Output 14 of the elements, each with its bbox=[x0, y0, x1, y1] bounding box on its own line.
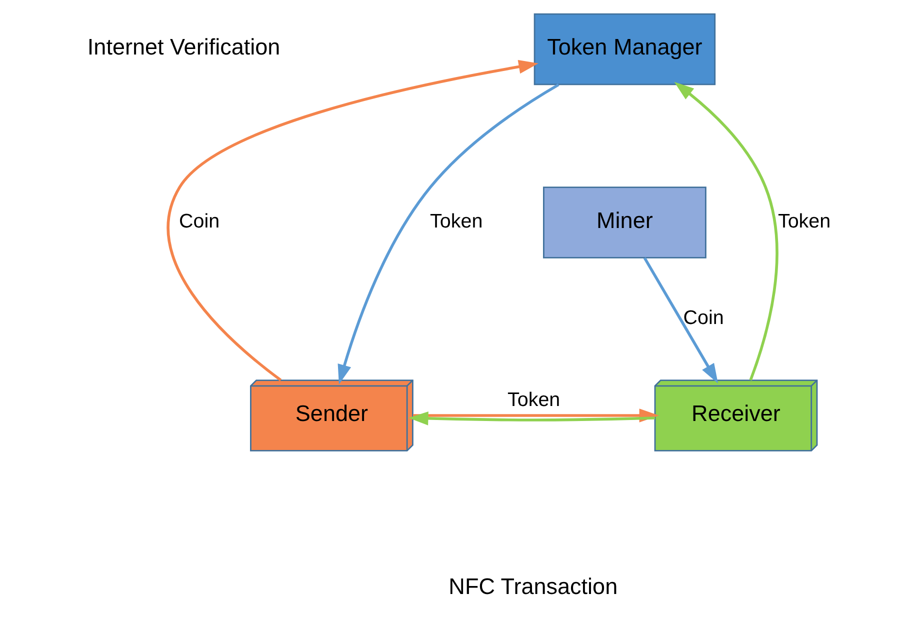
arrow bbox=[642, 257, 718, 384]
label: Internet Verification bbox=[86, 34, 280, 60]
node-box: Token Manager bbox=[533, 13, 716, 86]
edge-label: Coin bbox=[682, 307, 724, 330]
edge-label: Coin bbox=[178, 210, 220, 233]
arrow bbox=[337, 84, 559, 384]
edge-label: Token bbox=[777, 210, 830, 233]
edge-label: Token bbox=[507, 388, 560, 411]
arrow bbox=[166, 60, 538, 382]
label: NFC Transaction bbox=[448, 574, 618, 600]
arrow bbox=[674, 82, 778, 381]
arrow bbox=[408, 412, 654, 426]
node-box: Miner bbox=[542, 186, 706, 258]
edge-label: Token bbox=[430, 210, 482, 233]
